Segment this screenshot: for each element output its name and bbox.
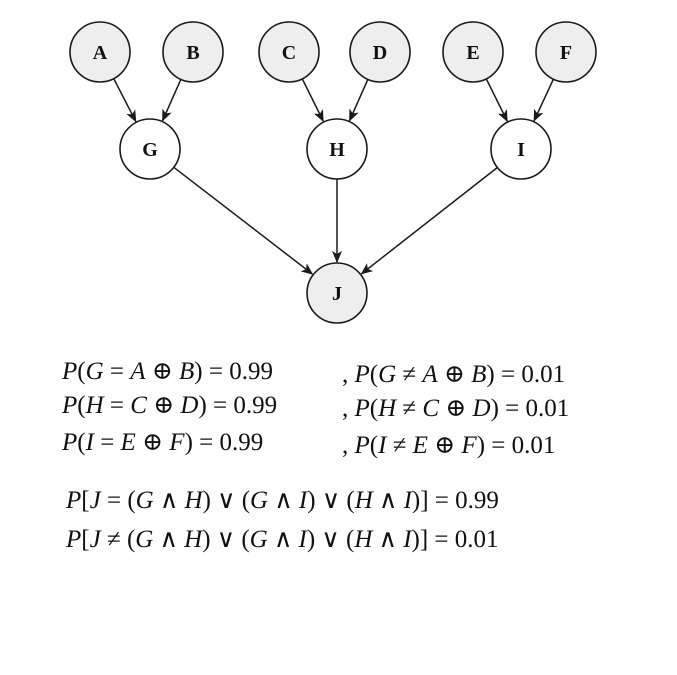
equation-j-not-equal: P[J ≠ (G ∧ H) ∨ (G ∧ I) ∨ (H ∧ I)] = 0.0… [66,526,499,553]
node-label-a: A [93,42,108,64]
edge-f-to-i [533,78,555,122]
node-g: G [119,118,181,180]
node-circle-i [490,118,552,180]
node-circle-a [69,21,131,83]
node-circle-j [306,262,368,324]
node-circle-c [258,21,320,83]
node-label-b: B [186,42,199,64]
equation-h-not-equal: , P(H ≠ C ⊕ D) = 0.01 [342,395,570,422]
equation-j-equal: P[J = (G ∧ H) ∨ (G ∧ I) ∨ (H ∧ I)] = 0.9… [66,487,499,514]
node-circle-d [349,21,411,83]
equation-g-equal: P(G = A ⊕ B) = 0.99 [62,358,273,385]
node-circle-g [119,118,181,180]
node-a: A [69,21,131,83]
node-circle-h [306,118,368,180]
node-d: D [349,21,411,83]
node-label-e: E [466,42,479,64]
edge-g-to-j [173,166,314,275]
edges-layer [113,78,555,275]
node-j: J [306,262,368,324]
node-label-g: G [142,139,158,161]
node-i: I [490,118,552,180]
node-circle-f [535,21,597,83]
node-c: C [258,21,320,83]
node-e: E [442,21,504,83]
node-label-h: H [329,139,345,161]
equation-i-equal: P(I = E ⊕ F) = 0.99 [62,429,264,456]
node-label-d: D [373,42,387,64]
edge-d-to-h [348,79,369,122]
node-f: F [535,21,597,83]
node-b: B [162,21,224,83]
edge-b-to-g [161,79,182,122]
node-circle-b [162,21,224,83]
node-h: H [306,118,368,180]
edge-a-to-g [113,78,137,123]
edge-e-to-i [485,78,508,123]
node-circle-e [442,21,504,83]
node-label-i: I [517,139,525,161]
node-label-f: F [560,42,572,64]
nodes-layer: A B C D E F G H I J [69,21,597,324]
equation-g-not-equal: , P(G ≠ A ⊕ B) = 0.01 [342,361,566,388]
edge-c-to-h [301,78,324,123]
edge-i-to-j [360,166,498,275]
node-label-c: C [282,42,296,64]
equation-h-equal: P(H = C ⊕ D) = 0.99 [62,392,278,419]
node-label-j: J [332,283,342,305]
equation-i-not-equal: , P(I ≠ E ⊕ F) = 0.01 [342,432,556,459]
